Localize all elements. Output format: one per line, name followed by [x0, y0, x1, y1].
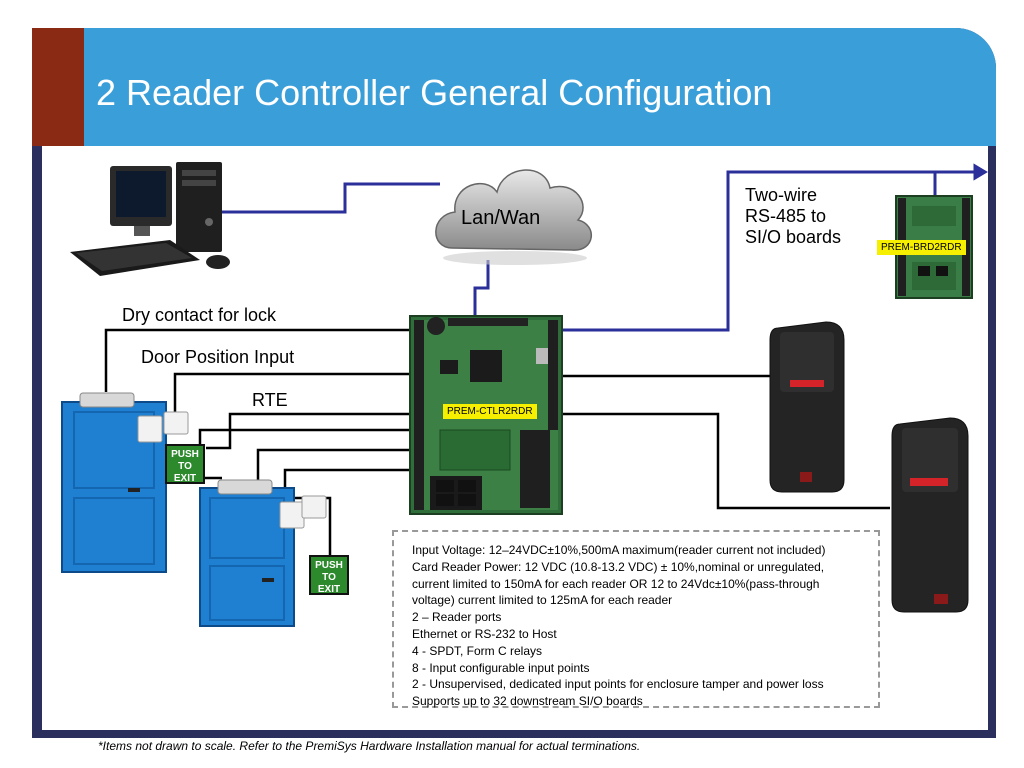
spec-line: 8 - Input configurable input points	[412, 660, 590, 675]
pc-to-cloud-wire	[186, 182, 440, 244]
title-bar	[84, 28, 996, 146]
rs485-label-line-3: SI/O boards	[745, 227, 842, 247]
cloud-icon	[435, 169, 593, 265]
door-1	[61, 392, 189, 573]
rs485-arrow-icon	[973, 163, 988, 181]
spec-line: voltage) current limited to 125mA for ea…	[412, 593, 673, 608]
push-to-exit-line-2: TO	[178, 461, 192, 472]
door-1-position-sensor	[137, 411, 189, 443]
spec-line: Input Voltage: 12–24VDC±10%,500mA maximu…	[412, 543, 826, 557]
computer-icon	[70, 162, 230, 276]
spec-line: 2 - Unsupervised, dedicated input points…	[412, 677, 824, 692]
cloud-to-controller-wire	[473, 260, 490, 316]
rs485-label-line-2: RS-485 to	[745, 206, 827, 226]
footnote: *Items not drawn to scale. Refer to the …	[98, 739, 641, 753]
push-to-exit-button-1: PUSH TO EXIT	[165, 444, 205, 484]
spec-line: 4 - SPDT, Form C relays	[412, 643, 543, 658]
door-position-label: Door Position Input	[141, 347, 295, 367]
controller-tag: PREM-CTLR2RDR	[443, 404, 537, 419]
network-wires	[186, 163, 988, 332]
rs485-wire	[562, 170, 975, 332]
slide-title: 2 Reader Controller General Configuratio…	[96, 72, 773, 113]
card-reader-2	[891, 417, 969, 613]
door-2	[199, 479, 327, 627]
push-to-exit-button-2: PUSH TO EXIT	[309, 555, 349, 595]
spec-line: 2 – Reader ports	[412, 610, 502, 625]
lock-wire	[104, 328, 410, 392]
spec-line: Card Reader Power: 12 VDC (10.8-13.2 VDC…	[412, 559, 825, 574]
push-to-exit-line-1: PUSH	[171, 449, 199, 460]
spec-box: Input Voltage: 12–24VDC±10%,500mA maximu…	[392, 530, 880, 708]
rs485-label: Two-wire RS-485 to SI/O boards	[745, 185, 841, 248]
spec-line: current limited to 150mA for each reader…	[412, 576, 820, 591]
spec-line: Supports up to 32 downstream SI/O boards	[412, 694, 643, 709]
io-board-tag: PREM-BRD2RDR	[877, 240, 966, 255]
reader2-wire	[562, 412, 890, 510]
push-to-exit-line-1: PUSH	[315, 560, 343, 571]
rte-label: RTE	[252, 390, 288, 410]
push-to-exit-line-3: EXIT	[173, 473, 197, 484]
rs485-label-line-1: Two-wire	[745, 185, 818, 205]
spec-line: Ethernet or RS-232 to Host	[412, 626, 557, 641]
card-reader-1	[769, 321, 845, 493]
dps-wire	[173, 372, 410, 414]
cloud-label: Lan/Wan	[461, 207, 541, 229]
dry-contact-label: Dry contact for lock	[122, 305, 277, 325]
push-to-exit-line-2: TO	[322, 572, 336, 583]
push-to-exit-line-3: EXIT	[317, 584, 341, 595]
accent-block	[32, 28, 84, 146]
door-2-position-sensor	[279, 495, 327, 529]
